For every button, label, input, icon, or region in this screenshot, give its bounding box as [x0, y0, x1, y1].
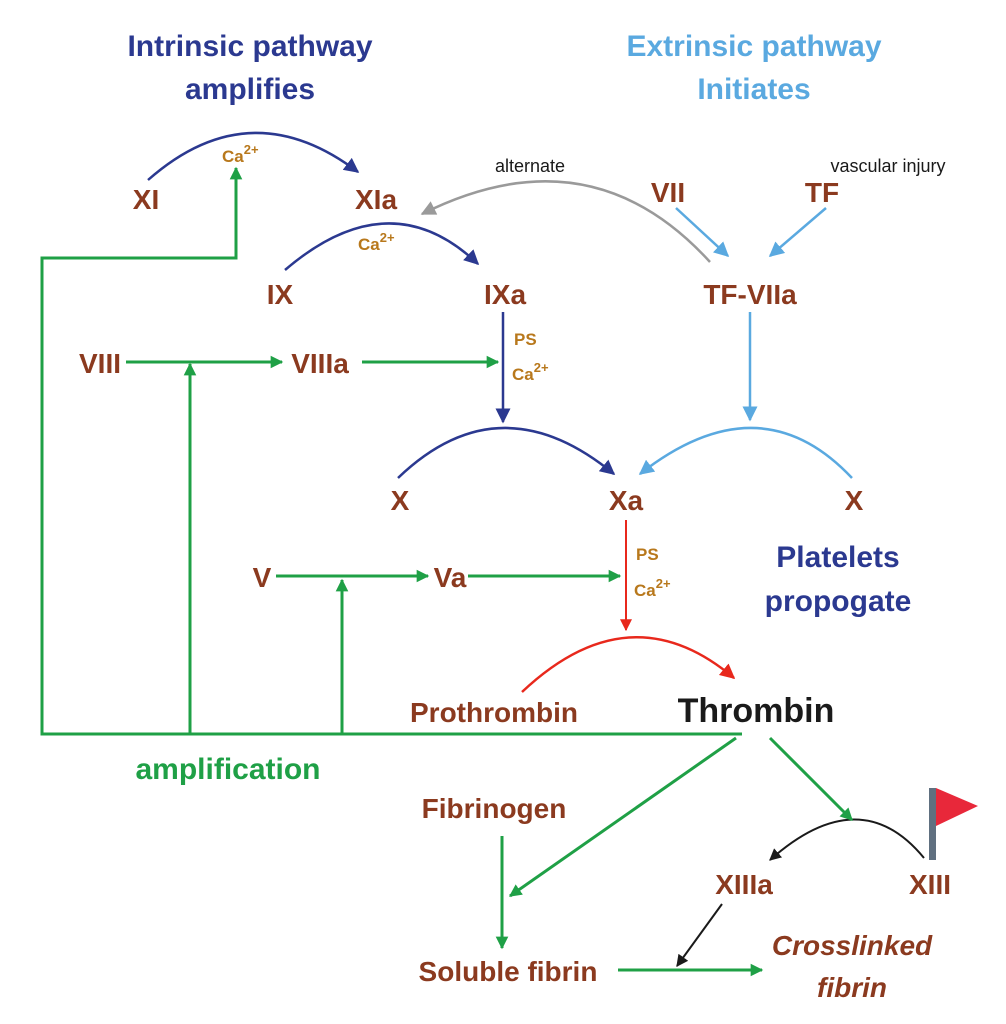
factor-tf: TF: [805, 177, 839, 208]
arrow-thrombin-to-xiii-axis: [768, 736, 854, 822]
extrinsic-heading-line1: Extrinsic pathway: [626, 30, 881, 63]
arrow-xiii-to-xiiia: [769, 818, 925, 861]
factor-prothrombin: Prothrombin: [410, 697, 578, 728]
arrow-xiiia-to-crosslink: [676, 903, 723, 967]
ca-text: Ca: [222, 147, 244, 166]
ca-superscript: 2+: [380, 230, 395, 245]
intrinsic-heading-line1: Intrinsic pathway: [127, 30, 372, 63]
alternate-note: alternate: [495, 156, 565, 176]
cofactor-ca-ixa: Ca2+: [512, 360, 549, 384]
factor-crosslinked-line2: fibrin: [817, 972, 887, 1003]
vascular-injury-note: vascular injury: [830, 156, 945, 176]
factor-tf-viia: TF-VIIa: [703, 279, 797, 310]
amplification-label: amplification: [135, 753, 320, 786]
cofactor-ca-ix: Ca2+: [358, 230, 395, 254]
arrow-thrombin-to-soluble: [508, 736, 737, 898]
arrow-ix-to-ixa: [284, 222, 480, 271]
factor-ixa: IXa: [484, 279, 526, 310]
factor-viii: VIII: [79, 348, 121, 379]
arrow-tf-to-tfviia: [768, 207, 827, 257]
platelets-heading-line2: propogate: [765, 585, 912, 618]
factor-xiiia: XIIIa: [715, 869, 773, 900]
cofactor-ps-xa: PS: [636, 545, 659, 564]
factor-va: Va: [434, 562, 467, 593]
amplification-loop-line: [40, 166, 742, 736]
factor-xiii: XIII: [909, 869, 951, 900]
factor-x-left: X: [391, 485, 410, 516]
ca-superscript: 2+: [656, 576, 671, 591]
cofactor-ca-xa: Ca2+: [634, 576, 671, 600]
factor-xa: Xa: [609, 485, 644, 516]
factor-v: V: [253, 562, 272, 593]
arrow-prothrombin-to-thrombin: [521, 636, 736, 693]
ca-text: Ca: [512, 365, 534, 384]
factor-xi: XI: [133, 184, 159, 215]
factor-fibrinogen: Fibrinogen: [422, 793, 567, 824]
cofactor-ca-xi: Ca2+: [222, 142, 259, 166]
extrinsic-heading-line2: Initiates: [697, 73, 810, 106]
ca-text: Ca: [358, 235, 380, 254]
flag-icon: [929, 788, 978, 860]
cofactor-ps-ixa: PS: [514, 330, 537, 349]
arrow-x-right-to-xa: [638, 426, 853, 479]
ca-text: Ca: [634, 581, 656, 600]
factor-thrombin: Thrombin: [678, 692, 835, 730]
ca-superscript: 2+: [534, 360, 549, 375]
platelets-heading-line1: Platelets: [776, 541, 899, 574]
arrow-vii-to-tfviia: [675, 207, 730, 258]
factor-xia: XIa: [355, 184, 397, 215]
factor-soluble-fibrin: Soluble fibrin: [419, 956, 598, 987]
factor-crosslinked-line1: Crosslinked: [772, 930, 933, 961]
intrinsic-heading-line2: amplifies: [185, 73, 315, 106]
factor-viiia: VIIIa: [291, 348, 349, 379]
arrow-alternate: [420, 180, 711, 263]
arrow-xi-to-xia: [147, 131, 360, 181]
factor-ix: IX: [267, 279, 294, 310]
factor-x-right: X: [845, 485, 864, 516]
arrow-x-to-xa: [397, 426, 616, 479]
arrows-layer: [40, 131, 925, 977]
factor-vii: VII: [651, 177, 685, 208]
ca-superscript: 2+: [244, 142, 259, 157]
